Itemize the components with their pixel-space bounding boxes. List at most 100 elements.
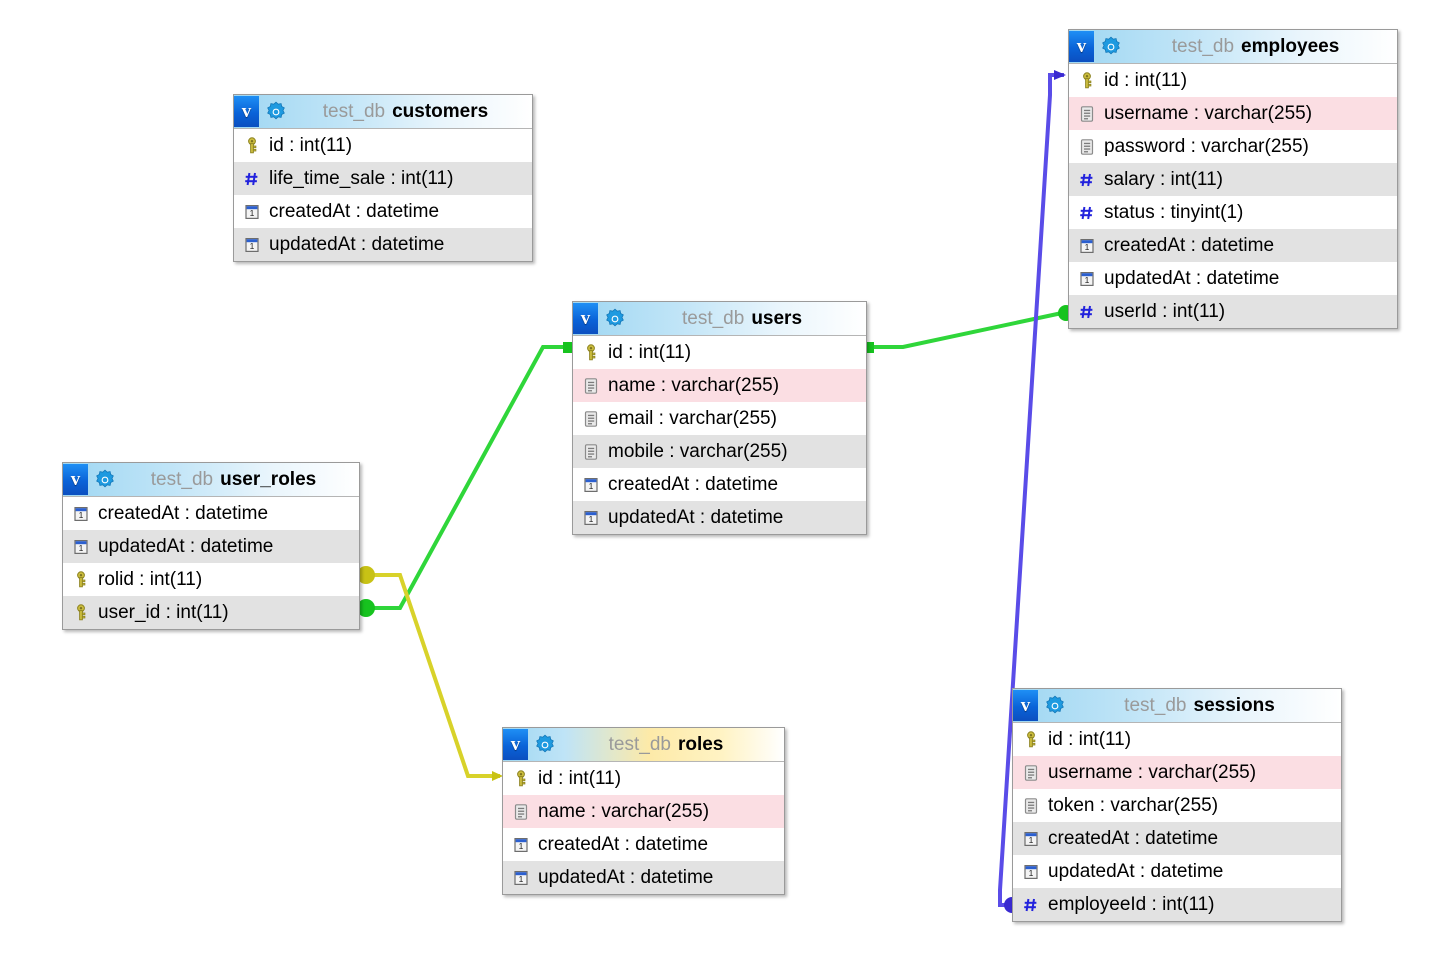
calendar-icon: 1 xyxy=(580,474,601,495)
svg-text:1: 1 xyxy=(1084,275,1089,285)
gear-icon[interactable] xyxy=(532,732,558,758)
column-label: status : tinyint(1) xyxy=(1104,202,1244,223)
column-row[interactable]: token : varchar(255) xyxy=(1013,789,1341,822)
hash-icon xyxy=(1076,202,1097,223)
text-field-icon xyxy=(580,375,601,396)
column-row[interactable]: mobile : varchar(255) xyxy=(573,435,866,468)
key-icon xyxy=(510,768,531,789)
column-row[interactable]: status : tinyint(1) xyxy=(1069,196,1397,229)
text-field-icon xyxy=(510,801,531,822)
gear-icon[interactable] xyxy=(92,467,118,493)
table-name: sessions xyxy=(1193,694,1275,716)
v-badge-icon: v xyxy=(63,464,88,495)
column-label: createdAt : datetime xyxy=(1104,235,1275,256)
v-badge-icon: v xyxy=(503,729,528,760)
column-row[interactable]: id : int(11) xyxy=(1013,723,1341,756)
hash-icon xyxy=(1020,894,1041,915)
gear-icon[interactable] xyxy=(1098,34,1124,60)
svg-text:1: 1 xyxy=(588,514,593,524)
calendar-icon: 1 xyxy=(70,536,91,557)
column-row[interactable]: id : int(11) xyxy=(234,129,532,162)
text-field-icon xyxy=(580,441,601,462)
column-row[interactable]: userId : int(11) xyxy=(1069,295,1397,328)
key-icon xyxy=(1076,70,1097,91)
column-row[interactable]: life_time_sale : int(11) xyxy=(234,162,532,195)
column-label: name : varchar(255) xyxy=(608,375,780,396)
v-badge-icon: v xyxy=(234,96,259,127)
relationship-userroles-roles xyxy=(357,566,503,781)
column-label: email : varchar(255) xyxy=(608,408,777,429)
column-row[interactable]: id : int(11) xyxy=(573,336,866,369)
column-label: user_id : int(11) xyxy=(98,602,229,623)
column-label: updatedAt : datetime xyxy=(1104,268,1280,289)
column-row[interactable]: salary : int(11) xyxy=(1069,163,1397,196)
column-row[interactable]: employeeId : int(11) xyxy=(1013,888,1341,921)
table-header-sessions[interactable]: v test_db sessions xyxy=(1013,689,1341,723)
v-badge-icon: v xyxy=(1013,690,1038,721)
column-label: createdAt : datetime xyxy=(608,474,779,495)
text-field-icon xyxy=(1076,103,1097,124)
key-icon xyxy=(70,602,91,623)
gear-icon[interactable] xyxy=(1042,693,1068,719)
column-label: updatedAt : datetime xyxy=(98,536,274,557)
column-row[interactable]: user_id : int(11) xyxy=(63,596,359,629)
v-badge-icon: v xyxy=(573,303,598,334)
column-label: id : int(11) xyxy=(1048,729,1132,750)
column-row[interactable]: 1 updatedAt : datetime xyxy=(63,530,359,563)
column-label: updatedAt : datetime xyxy=(269,234,445,255)
schema-name: test_db xyxy=(322,100,386,122)
column-row[interactable]: name : varchar(255) xyxy=(503,795,784,828)
column-row[interactable]: rolid : int(11) xyxy=(63,563,359,596)
column-label: createdAt : datetime xyxy=(98,503,269,524)
column-label: salary : int(11) xyxy=(1104,169,1223,190)
table-sessions[interactable]: v test_db sessions id : int(11) username : v… xyxy=(1012,688,1342,922)
svg-text:1: 1 xyxy=(518,874,523,884)
gear-icon[interactable] xyxy=(263,99,289,125)
column-row[interactable]: 1 updatedAt : datetime xyxy=(1069,262,1397,295)
column-row[interactable]: id : int(11) xyxy=(1069,64,1397,97)
table-header-users[interactable]: v test_db users xyxy=(573,302,866,336)
column-row[interactable]: email : varchar(255) xyxy=(573,402,866,435)
column-label: rolid : int(11) xyxy=(98,569,203,590)
column-label: employeeId : int(11) xyxy=(1048,894,1215,915)
gear-icon[interactable] xyxy=(602,306,628,332)
schema-name: test_db xyxy=(681,307,745,329)
column-row[interactable]: id : int(11) xyxy=(503,762,784,795)
column-row[interactable]: username : varchar(255) xyxy=(1069,97,1397,130)
calendar-icon: 1 xyxy=(241,201,262,222)
column-label: username : varchar(255) xyxy=(1048,762,1257,783)
column-row[interactable]: username : varchar(255) xyxy=(1013,756,1341,789)
schema-name: test_db xyxy=(1124,694,1187,716)
column-row[interactable]: name : varchar(255) xyxy=(573,369,866,402)
column-label: id : int(11) xyxy=(269,135,353,156)
table-name: users xyxy=(751,307,803,329)
calendar-icon: 1 xyxy=(510,834,531,855)
column-row[interactable]: password : varchar(255) xyxy=(1069,130,1397,163)
svg-text:1: 1 xyxy=(249,208,254,218)
column-row[interactable]: 1 createdAt : datetime xyxy=(573,468,866,501)
key-icon xyxy=(70,569,91,590)
column-label: password : varchar(255) xyxy=(1104,136,1309,157)
table-users[interactable]: v test_db users id : int(11) name : varchar(… xyxy=(572,301,867,535)
schema-name: test_db xyxy=(608,733,671,755)
